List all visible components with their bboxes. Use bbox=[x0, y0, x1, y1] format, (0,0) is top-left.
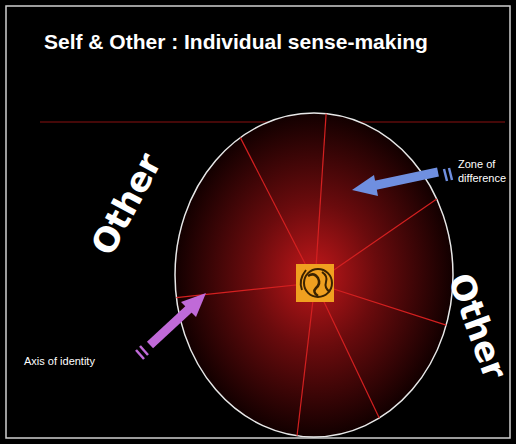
zone-arrow bbox=[352, 168, 452, 196]
spoke-line bbox=[176, 283, 315, 298]
spoke-line bbox=[315, 283, 446, 325]
slide-frame bbox=[6, 6, 510, 438]
other-label: Other bbox=[441, 268, 516, 384]
spoke-line bbox=[240, 138, 315, 283]
spoke-line bbox=[315, 114, 326, 283]
other-label: Other bbox=[83, 146, 170, 261]
zone-label: Zone of difference bbox=[458, 158, 512, 186]
axis-arrow bbox=[136, 293, 206, 359]
spoke-lines bbox=[176, 114, 446, 436]
spoke-line bbox=[297, 283, 315, 436]
slide-title: Self & Other : Individual sense-making bbox=[44, 30, 428, 54]
axis-label: Axis of identity bbox=[24, 355, 95, 369]
globe-icon bbox=[296, 264, 334, 302]
spoke-line bbox=[315, 283, 379, 418]
self-ellipse bbox=[175, 113, 453, 437]
